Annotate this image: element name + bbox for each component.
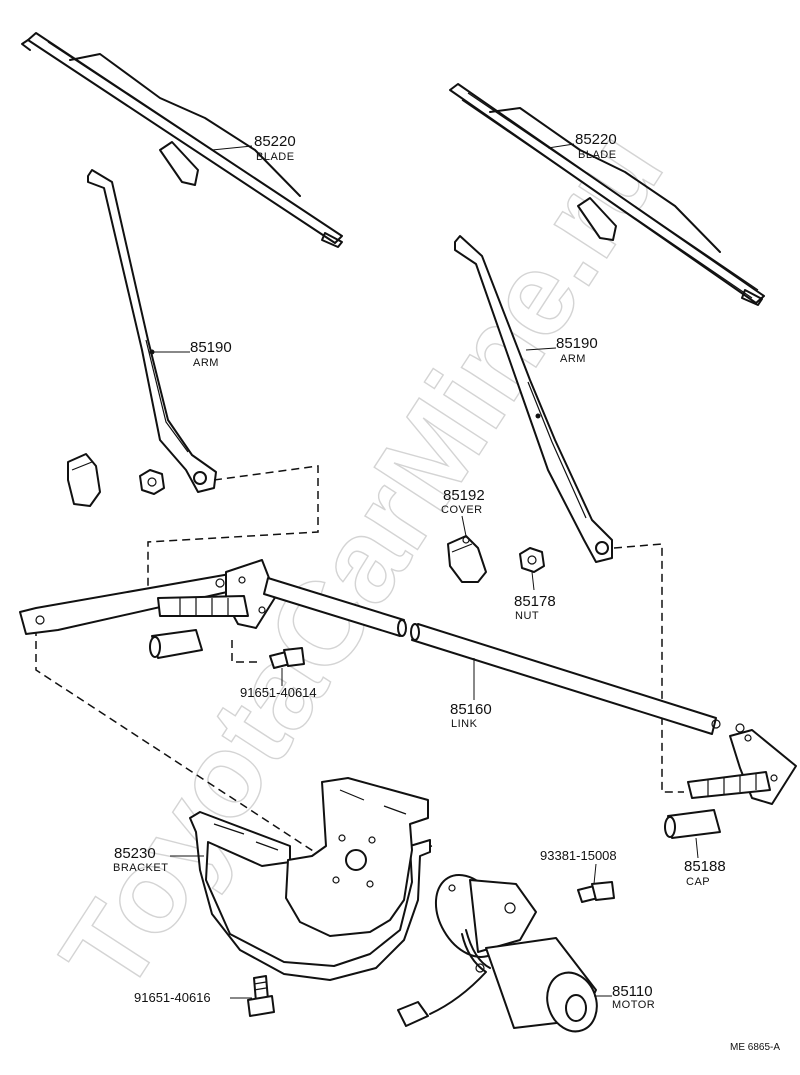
label-blade-left-number: 85220 xyxy=(254,133,296,150)
arm-right[interactable] xyxy=(454,235,613,563)
label-nut-number: 85178 xyxy=(514,593,556,610)
label-link-name: LINK xyxy=(451,718,478,730)
link-right-pivot[interactable] xyxy=(687,729,797,805)
nut-left[interactable] xyxy=(139,469,165,495)
label-blade-left-name: BLADE xyxy=(256,151,295,163)
label-arm-left-number: 85190 xyxy=(190,339,232,356)
label-cover-number: 85192 xyxy=(443,487,485,504)
bolt-93381-15008[interactable] xyxy=(577,881,615,903)
label-bolt-link-number: 91651-40614 xyxy=(240,685,317,700)
cover-left[interactable] xyxy=(67,453,101,507)
label-arm-left-name: ARM xyxy=(193,357,219,369)
label-bolt-motor-number: 93381-15008 xyxy=(540,848,617,863)
label-cap-number: 85188 xyxy=(684,858,726,875)
cover-right[interactable] xyxy=(447,535,487,583)
bolt-91651-40616[interactable] xyxy=(247,975,275,1017)
label-blade-right-number: 85220 xyxy=(575,131,617,148)
label-bracket-name: BRACKET xyxy=(113,862,168,874)
label-motor-number: 85110 xyxy=(612,983,653,1000)
ref-line-bolt xyxy=(231,640,262,663)
label-motor-name: MOTOR xyxy=(612,999,655,1011)
label-cover-name: COVER xyxy=(441,504,483,516)
label-cap-name: CAP xyxy=(686,876,710,888)
link-rod-upper[interactable] xyxy=(263,577,407,637)
ref-line-arm-left xyxy=(147,465,319,610)
link-85160[interactable] xyxy=(410,623,745,735)
bolt-91651-40614[interactable] xyxy=(269,647,305,669)
ref-line-arm-right xyxy=(613,543,684,793)
nut-right[interactable] xyxy=(519,547,545,573)
label-bracket-number: 85230 xyxy=(114,845,156,862)
label-bolt-bracket-number: 91651-40616 xyxy=(134,990,211,1005)
link-left-pivot[interactable] xyxy=(19,559,277,635)
label-arm-right-name: ARM xyxy=(560,353,586,365)
cap-left[interactable] xyxy=(149,629,203,659)
reference-code: ME 6865-A xyxy=(730,1042,780,1053)
blade-right[interactable] xyxy=(449,83,765,306)
label-blade-right-name: BLADE xyxy=(578,149,617,161)
motor-85110[interactable] xyxy=(397,863,605,1039)
label-link-number: 85160 xyxy=(450,701,492,718)
bracket-85230[interactable] xyxy=(189,777,431,981)
cap-right[interactable] xyxy=(664,809,721,839)
label-nut-name: NUT xyxy=(515,610,539,622)
arm-left[interactable] xyxy=(87,169,217,493)
label-arm-right-number: 85190 xyxy=(556,335,598,352)
blade-left[interactable] xyxy=(21,32,343,248)
